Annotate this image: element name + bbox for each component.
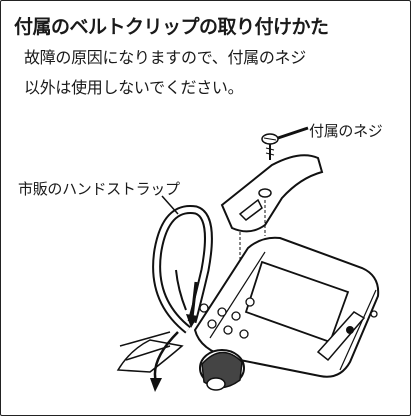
screw-icon bbox=[261, 133, 279, 160]
screw-callout: 付属のネジ bbox=[309, 122, 383, 140]
strap-callout: 市販のハンドストラップ bbox=[18, 180, 180, 198]
screw-leader-line bbox=[277, 126, 309, 140]
caution-text-line-1: 故障の原因になりますので、付属のネジ bbox=[24, 48, 306, 67]
loop-arrow-icon bbox=[150, 331, 179, 392]
hand-strap bbox=[116, 205, 213, 373]
dial-knob bbox=[199, 349, 245, 391]
threading-arrow-icon bbox=[186, 281, 198, 328]
device-buttons bbox=[199, 297, 255, 339]
strap-leader-line bbox=[161, 195, 179, 215]
page-title: 付属のベルトクリップの取り付けかた bbox=[14, 16, 329, 38]
caution-text-line-2: 以外は使用しないでください。 bbox=[24, 78, 244, 97]
